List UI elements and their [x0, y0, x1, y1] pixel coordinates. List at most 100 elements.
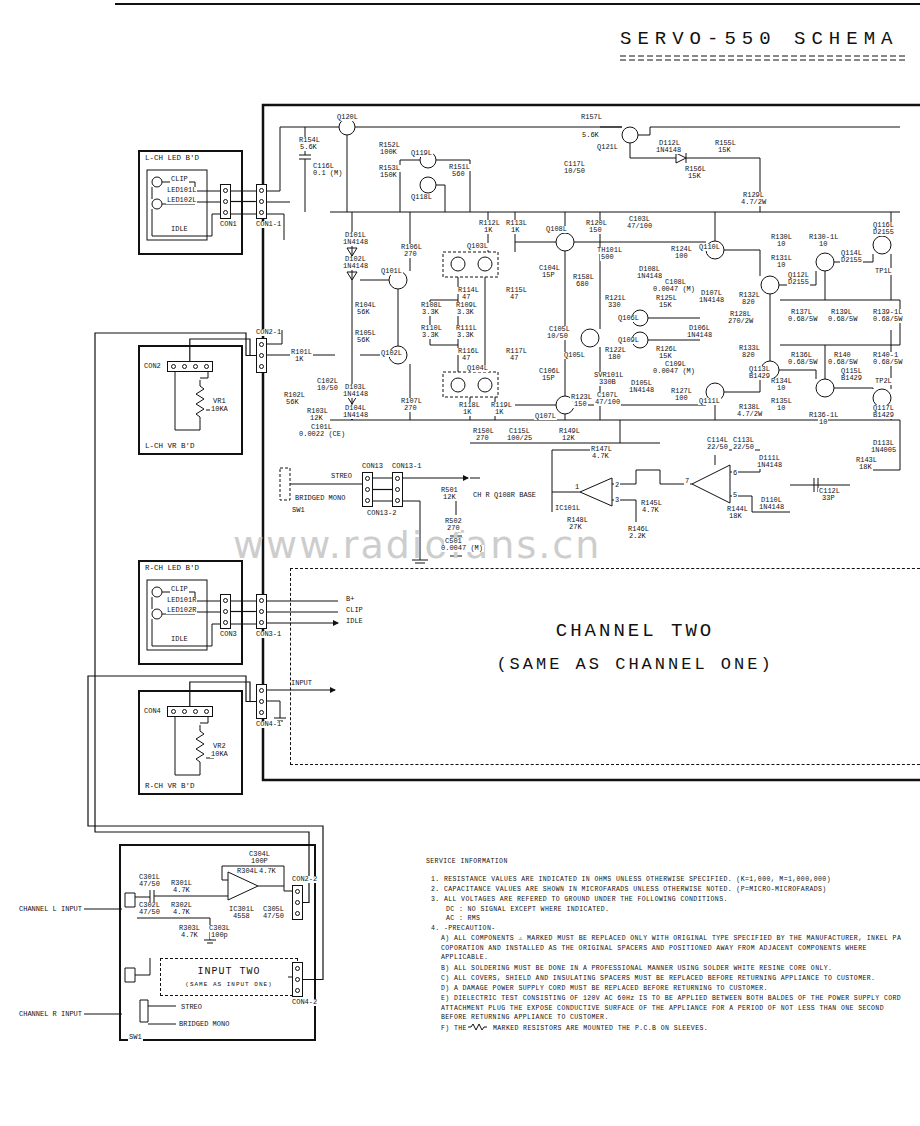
part-label: TP1L: [874, 268, 893, 275]
service-note: 2. CAPACITANCE VALUES ARE SHOWN IN MICRO…: [430, 885, 828, 895]
part-label: R123L: [570, 394, 593, 401]
part-label: D101L: [344, 232, 367, 239]
connector-pins: [292, 962, 303, 997]
part-label: 100P: [250, 858, 269, 865]
part-label: R126L: [655, 346, 678, 353]
part-label: 3.3K: [421, 332, 440, 339]
connector: CON4-2: [292, 962, 317, 1006]
pin-hole: [365, 476, 370, 481]
part-label: 12K: [309, 415, 324, 422]
part-label: 3.3K: [456, 309, 475, 316]
connector: CON1: [220, 184, 237, 228]
pin-hole: [171, 364, 176, 369]
pin-hole: [295, 988, 300, 993]
part-label: 56K: [285, 399, 300, 406]
part-label: C305L: [262, 906, 285, 913]
pin-hole: [259, 353, 264, 358]
part-label: D104L: [344, 405, 367, 412]
pin-hole: [259, 199, 264, 204]
part-label: 3: [614, 497, 620, 504]
part-label: R501: [440, 487, 459, 494]
service-note: D) A DAMAGE POWER SUPPLY CORD MUST BE RE…: [440, 984, 769, 994]
part-label: 1N4148: [342, 391, 369, 398]
block-text: INPUT TWO: [161, 966, 297, 977]
part-label: D111L: [758, 455, 781, 462]
part-label: Q112L: [787, 272, 810, 279]
part-label: 1K: [510, 227, 520, 234]
part-label: STREO: [180, 1004, 203, 1011]
part-label: 270/2W: [727, 318, 754, 325]
part-label: 0.68/5W: [827, 359, 858, 366]
part-label: R122L: [604, 347, 627, 354]
cable-connector: [88, 676, 323, 980]
part-label: C112L: [818, 488, 841, 495]
part-label: 47/100: [626, 223, 653, 230]
part-label: C114L: [706, 437, 729, 444]
pin-hole: [182, 709, 187, 714]
part-label: 1K: [483, 227, 493, 234]
pin-hole: [204, 709, 209, 714]
pin-hole: [295, 889, 300, 894]
part-label: 1N4148: [686, 332, 713, 339]
service-note: A) ALL COMPONENTS ⚠ MARKED MUST BE REPLA…: [440, 934, 912, 963]
part-label: LED102L: [166, 197, 197, 204]
board-name: R-CH VR B'D: [144, 783, 196, 791]
block-text: CHANNEL TWO: [331, 621, 920, 642]
part-label: C116L: [312, 163, 335, 170]
part-label: R120L: [585, 220, 608, 227]
part-label: 4.7/2W: [740, 199, 767, 206]
part-label: R155L: [714, 140, 737, 147]
part-label: 22/50: [732, 444, 755, 451]
part-label: R106L: [400, 244, 423, 251]
connector-name: CON13-1: [392, 463, 421, 470]
part-label: C302L: [138, 902, 161, 909]
part-label: Q117L: [872, 405, 895, 412]
part-label: 0.68/5W: [872, 316, 903, 323]
part-label: 680: [575, 281, 590, 288]
part-label: 1N4148: [698, 297, 725, 304]
part-label: BRIDGED MONO: [294, 495, 346, 502]
part-label: Q109L: [617, 337, 640, 344]
pin-hole: [259, 598, 264, 603]
part-label: 4.7K: [180, 932, 199, 939]
part-label: 4.7K: [172, 887, 191, 894]
part-label: R143L: [855, 457, 878, 464]
connector-name: CON2-2: [292, 876, 317, 883]
pin-hole: [204, 364, 209, 369]
part-label: R137L: [790, 309, 813, 316]
part-label: 10: [776, 262, 786, 269]
part-label: C304L: [248, 851, 271, 858]
part-label: R502: [444, 518, 463, 525]
part-label: 0.1 (M): [312, 170, 343, 177]
part-label: B1429: [840, 375, 863, 382]
part-label: R110L: [420, 325, 443, 332]
schematic-title: SERVO-550 SCHEMA: [620, 30, 898, 49]
part-label: 47: [461, 294, 471, 301]
circuit-board: L-CH VR B'DCON2: [138, 345, 243, 455]
part-label: D2155: [840, 257, 863, 264]
part-label: CH R Q108R BASE: [472, 492, 537, 499]
part-label: C301L: [138, 874, 161, 881]
part-label: 820: [741, 352, 756, 359]
part-label: Q120L: [336, 114, 359, 121]
circuit-board: L-CH LED B'DCON1: [138, 150, 243, 255]
connector-pins: [167, 706, 213, 717]
connector-name: CON1-1: [256, 221, 281, 228]
part-label: 1N4148: [758, 504, 785, 511]
part-label: BRIDGED MONO: [178, 1021, 230, 1028]
pin-hole: [223, 210, 228, 215]
part-label: R102L: [283, 392, 306, 399]
part-label: 56K: [356, 337, 371, 344]
part-label: 270: [403, 405, 418, 412]
part-label: D113L: [872, 440, 895, 447]
part-label: R139L: [830, 309, 853, 316]
part-label: 0.68/5W: [787, 359, 818, 366]
part-label: C103L: [628, 216, 651, 223]
part-label: R158L: [572, 274, 595, 281]
part-label: 1N4148: [636, 273, 663, 280]
part-label: 7: [684, 478, 690, 485]
part-label: R140: [833, 352, 852, 359]
part-label: Q111L: [698, 398, 721, 405]
part-label: 1K: [462, 409, 472, 416]
